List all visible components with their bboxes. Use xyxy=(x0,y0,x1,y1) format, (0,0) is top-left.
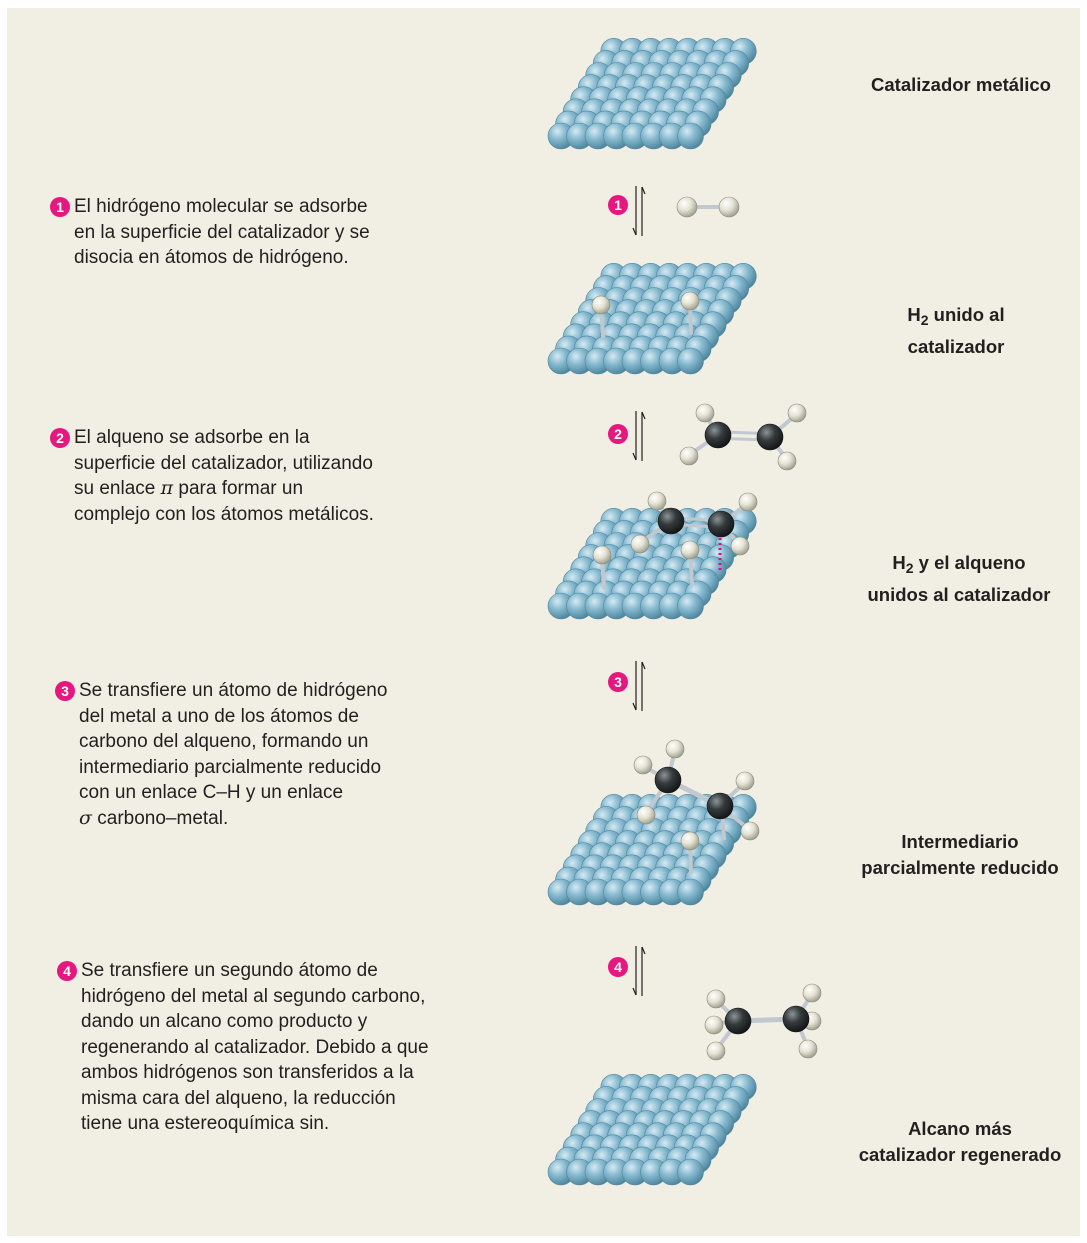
svg-text:3: 3 xyxy=(614,674,622,690)
arrow-2-badge-icon xyxy=(608,424,628,444)
svg-text:2: 2 xyxy=(614,426,622,442)
metal-atom xyxy=(677,347,704,375)
metal-atom xyxy=(677,1158,704,1186)
svg-text:2: 2 xyxy=(56,430,64,446)
hydrogen-atom xyxy=(730,536,750,556)
metal-atom xyxy=(677,122,704,150)
hydrogen-atom xyxy=(718,196,740,218)
hydrogen-atom xyxy=(630,534,650,554)
hydrogen-atom xyxy=(592,545,612,565)
carbon-atom xyxy=(657,507,685,535)
svg-text:3: 3 xyxy=(61,683,69,699)
label-metal-catalyst: Catalizador metálico xyxy=(871,74,1051,95)
svg-text:1: 1 xyxy=(614,197,622,213)
hydrogen-atom xyxy=(706,989,726,1009)
label-h2-bound: H2 unido al catalizador xyxy=(907,304,1005,357)
carbon-atom xyxy=(704,421,732,449)
step-4-description: 4 Se transfiere un segundo átomo de hidr… xyxy=(57,958,429,1137)
arrow-4-badge-icon xyxy=(608,957,628,977)
carbon-atom xyxy=(707,510,735,538)
hydrogen-atom xyxy=(636,805,656,825)
step-1-text: El hidrógeno molecular se adsorbe en la … xyxy=(74,196,370,268)
carbon-atom xyxy=(756,423,784,451)
step-4-text: Se transfiere un segundo átomo de hidróg… xyxy=(81,960,429,1134)
hydrogen-atom xyxy=(777,451,797,471)
equilibrium-arrow-3: 3 xyxy=(608,661,646,711)
hydrogen-atom xyxy=(647,491,667,511)
catalyst-surface-1 xyxy=(547,37,757,150)
svg-text:1: 1 xyxy=(56,199,64,215)
sigma-symbol: σ xyxy=(79,806,92,829)
equilibrium-arrow-1: 1 xyxy=(608,186,646,236)
hydrogen-atom xyxy=(798,1039,818,1059)
label-h2-alkene-bound: H2 y el alqueno unidos al catalizador xyxy=(867,552,1051,605)
arrow-3-badge-icon xyxy=(608,672,628,692)
step-2-description: 2 El alqueno se adsorbe en la superficie… xyxy=(50,425,374,527)
step-2-badge-icon: 2 xyxy=(50,428,70,448)
hydrogen-atom xyxy=(591,295,611,315)
equilibrium-arrow-2: 2 xyxy=(608,411,646,461)
step-3-badge-icon: 3 xyxy=(55,681,75,701)
catalyst-surfaces xyxy=(547,37,757,1186)
hydrogen-atom xyxy=(740,821,760,841)
hydrogen-atom xyxy=(802,983,822,1003)
figure-panel xyxy=(7,8,1080,1236)
carbon-atom xyxy=(724,1007,752,1035)
hydrogen-atom xyxy=(738,492,758,512)
metal-atom xyxy=(677,878,704,906)
carbon-atom xyxy=(654,766,682,794)
step-2-text: El alqueno se adsorbe en la superficie d… xyxy=(74,427,374,525)
molecules xyxy=(591,196,822,1061)
label-product: Alcano más catalizador regenerado xyxy=(858,1118,1062,1165)
arrow-1-badge-icon xyxy=(608,195,628,215)
step-4-badge-icon: 4 xyxy=(57,961,77,981)
carbon-atom xyxy=(706,792,734,820)
catalyst-surface-4 xyxy=(547,793,757,906)
catalyst-surface-5 xyxy=(547,1074,757,1186)
svg-text:4: 4 xyxy=(614,959,622,975)
hydrogen-atom xyxy=(680,540,700,560)
step-1-description: 1 El hidrógeno molecular se adsorbe en l… xyxy=(50,194,370,271)
step-3-text: Se transfiere un átomo de hidrógeno del … xyxy=(79,680,388,829)
hydrogen-atom xyxy=(665,739,685,759)
hydrogen-atom xyxy=(633,755,653,775)
equilibrium-arrow-4: 4 xyxy=(608,946,646,996)
hydrogen-atom xyxy=(787,403,807,423)
hydrogen-atom xyxy=(676,196,698,218)
pi-symbol: π xyxy=(160,477,174,499)
hydrogen-atom xyxy=(706,1041,726,1061)
hydrogen-atom xyxy=(695,403,715,423)
step-1-badge-icon: 1 xyxy=(50,197,70,217)
hydrogen-atom xyxy=(735,771,755,791)
hydrogen-atom xyxy=(679,446,699,466)
catalyst-surface-2 xyxy=(547,262,757,375)
metal-atom xyxy=(677,592,704,620)
label-intermediate: Intermediario parcialmente reducido xyxy=(861,831,1059,878)
svg-text:4: 4 xyxy=(63,963,71,979)
carbon-atom xyxy=(782,1005,810,1033)
step-3-description: 3 Se transfiere un átomo de hidrógeno de… xyxy=(55,678,387,831)
hydrogen-atom xyxy=(680,291,700,311)
hydrogen-atom xyxy=(680,831,700,851)
hydrogen-atom xyxy=(704,1015,724,1035)
